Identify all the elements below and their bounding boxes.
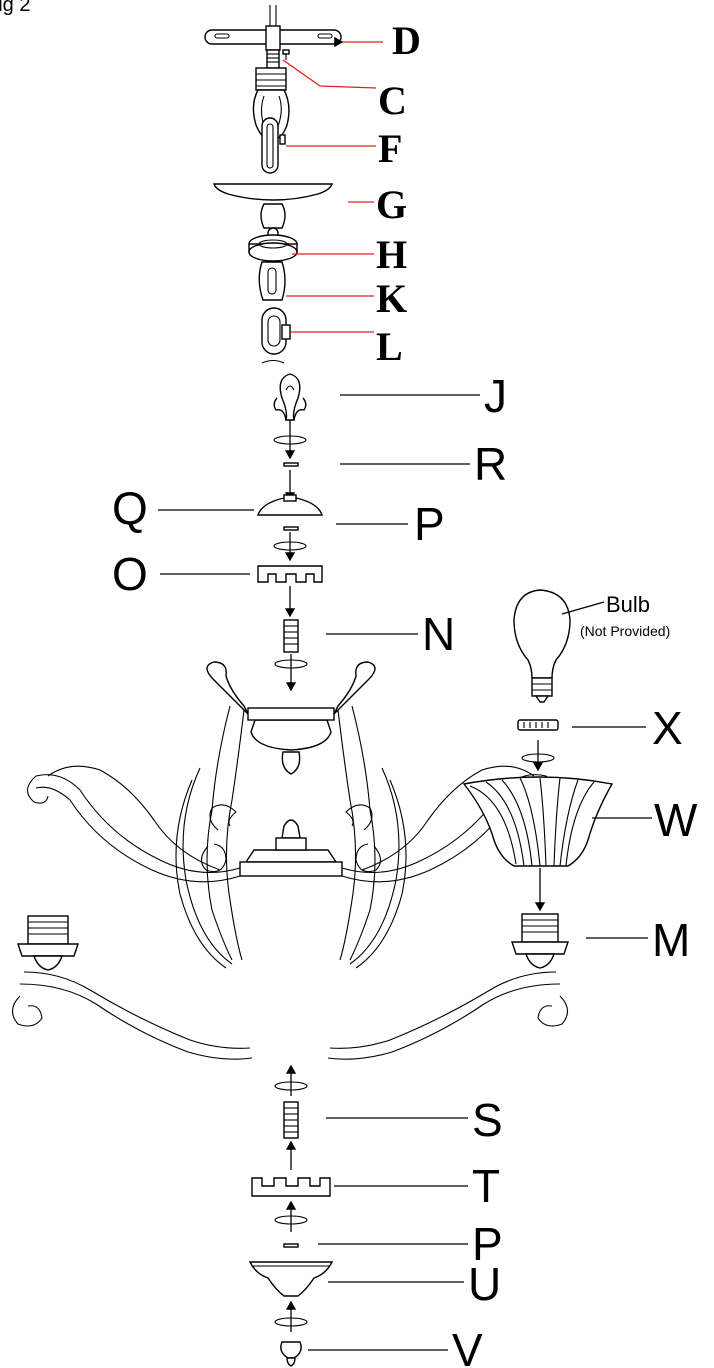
part-s-threaded-pipe [274,1064,308,1170]
label-h: H [376,232,407,277]
part-d-crossbar [204,5,342,60]
label-o: O [112,548,148,600]
label-c: C [378,78,407,123]
part-t-crown-nut [251,1177,331,1232]
part-p-washer-lower [283,1243,299,1248]
leader-lines [158,36,652,1351]
label-d: D [392,18,421,63]
part-j-loop [273,373,307,421]
light-bulb [513,589,571,703]
label-n: N [422,608,455,660]
label-f: F [378,126,402,171]
label-bulb: Bulb [606,592,650,617]
part-w-glass-shade [462,776,614,912]
label-bulb-note: (Not Provided) [580,623,670,639]
part-o-crown-nut [257,565,323,618]
part-v-finial [280,1341,302,1367]
label-m: M [652,914,690,966]
label-v: V [452,1324,483,1368]
frame-lower-body [11,765,569,1060]
label-w: W [654,794,698,846]
part-q-cap [257,494,323,516]
label-q: Q [112,482,148,534]
frame-upper-body [175,661,407,969]
part-c-nipple [266,49,280,69]
label-p-lower: P [472,1218,503,1270]
part-f-loop-chain [252,67,290,174]
rotation-arrow-1 [273,420,307,460]
part-n-threaded-pipe [274,619,308,692]
part-k-chain [258,261,286,301]
figure-title: Fig 2 [0,0,31,16]
label-l: L [376,324,403,369]
label-s: S [472,1094,503,1146]
label-p-upper: P [414,498,445,550]
part-g-canopy [213,183,333,201]
part-u-bottom-cup [248,1261,334,1332]
part-x-ring [517,719,559,772]
label-x: X [652,702,683,754]
label-r: R [474,438,507,490]
label-k: K [376,276,407,321]
part-p-washer-upper [273,526,307,562]
part-l-link [261,307,291,364]
label-g: G [376,182,407,227]
label-u: U [468,1258,501,1310]
label-t: T [472,1160,500,1212]
part-h-ring [248,234,298,262]
label-j: J [484,370,507,422]
